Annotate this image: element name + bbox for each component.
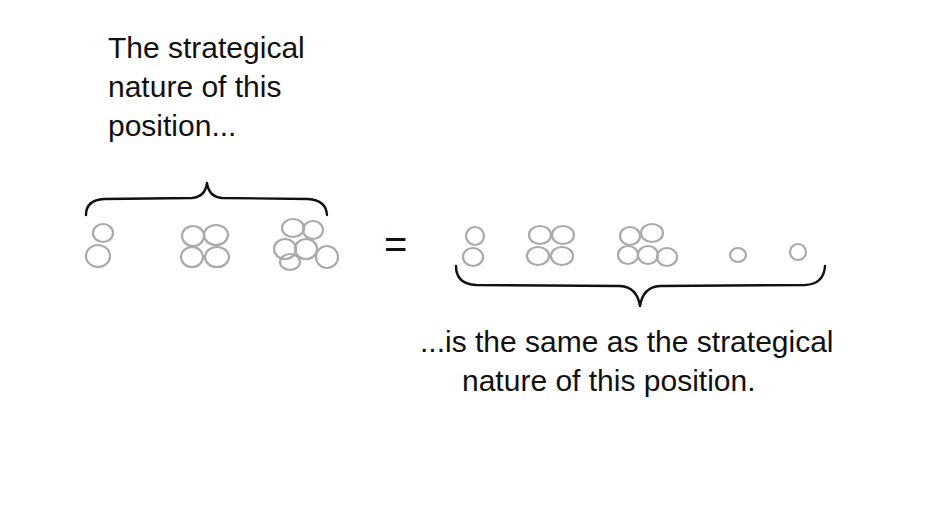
stone-piles xyxy=(86,219,806,270)
brace-bottom xyxy=(456,266,825,306)
brace-top xyxy=(86,183,327,215)
note-text: The strategical nature of this position.… xyxy=(108,28,378,145)
note-text: ...is the same as the strategical nature… xyxy=(420,322,840,400)
equals-sign: = xyxy=(384,218,424,270)
